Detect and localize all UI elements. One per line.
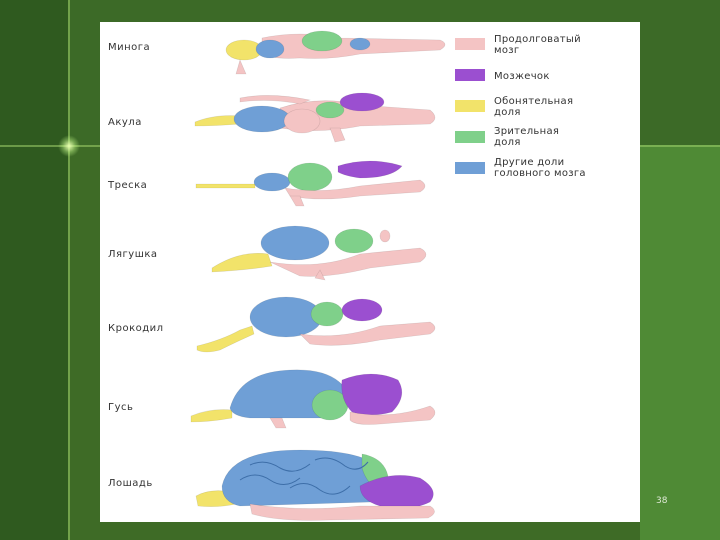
- brain-lamprey: [226, 31, 445, 74]
- brain-goose: [191, 370, 435, 428]
- brain-frog: [212, 226, 426, 280]
- brain-shark: [195, 93, 435, 142]
- brain-horse: [196, 450, 435, 520]
- brain-cod: [196, 161, 425, 206]
- brain-crocodile: [197, 297, 435, 352]
